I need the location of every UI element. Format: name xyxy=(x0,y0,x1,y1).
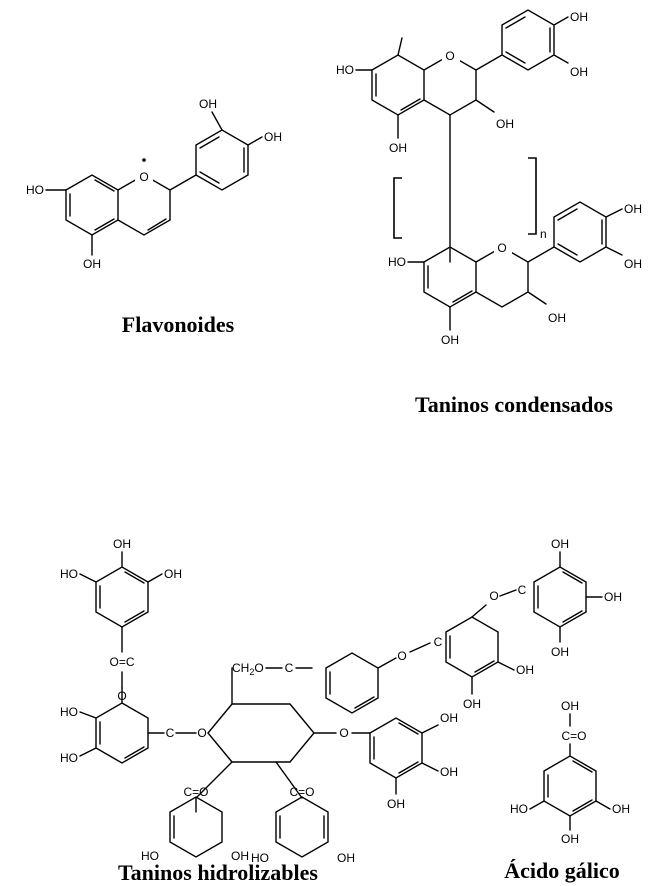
tannin-lower-oh-3: OH xyxy=(548,311,566,325)
tannin-upper-oh-4p: OH xyxy=(570,65,588,79)
ht-ho-mid-left-2: HO xyxy=(60,751,78,765)
tannin-lower-oh-5: OH xyxy=(441,333,459,347)
ht-oh-top-right-1: OH xyxy=(551,537,569,551)
ht-ch2o: CH2O xyxy=(232,661,264,677)
flavonoid-oh-7: HO xyxy=(26,183,44,197)
flavonoid-oh-5: OH xyxy=(83,257,101,271)
flavonoid-structure xyxy=(45,111,263,256)
gallic-acid-structure xyxy=(529,713,611,831)
ht-oh-top-left-1: OH xyxy=(113,537,131,551)
ht-ho-bottom-mid: HO xyxy=(251,851,269,865)
gallic-acid-co: C=O xyxy=(561,729,586,743)
tannin-lower-oh-7: HO xyxy=(388,255,406,269)
gallic-acid-ho: HO xyxy=(510,802,528,816)
tannin-upper-oh-7: HO xyxy=(336,63,354,77)
tannin-upper-oh-3: OH xyxy=(496,117,514,131)
caption-taninos-hidrolizables: Taninos hidrolizables xyxy=(118,860,318,885)
ht-c-ester-right: C xyxy=(518,583,527,597)
caption-taninos-condensados: Taninos condensados xyxy=(415,392,613,417)
flavonoid-oh-3p: OH xyxy=(199,97,217,111)
hydrolyzable-tannin-structure xyxy=(79,551,603,858)
ht-oh-mid-right-2: OH xyxy=(463,697,481,711)
ht-o-ester-right: O xyxy=(489,589,498,603)
ht-oh-right-1: OH xyxy=(440,711,458,725)
ht-c-ester-mid: C xyxy=(434,635,443,649)
tannin-upper-ring-oxygen: O xyxy=(445,49,454,63)
tannin-lower-oh-3p: OH xyxy=(624,202,642,216)
ht-co-bottom-mid: C=O xyxy=(289,785,314,799)
ht-oc-left: O=C xyxy=(109,655,134,669)
ht-oh-bottom-left: OH xyxy=(231,849,249,863)
ht-ho-mid-left-1: HO xyxy=(60,705,78,719)
tannin-lower-ring-oxygen: O xyxy=(497,241,506,255)
ht-oh-bottom-mid: OH xyxy=(337,851,355,865)
ht-oh-right-3: OH xyxy=(387,797,405,811)
ht-c-left: C xyxy=(166,726,175,740)
gallic-acid-oh-bottom: OH xyxy=(561,832,579,846)
flavonoid-oh-4p: OH xyxy=(264,130,282,144)
gallic-acid-oh-right: OH xyxy=(612,802,630,816)
ht-ho-bottom-left: HO xyxy=(141,849,159,863)
caption-acido-galico: Ácido gálico xyxy=(504,858,620,883)
ht-o-ester-top: O xyxy=(397,649,406,663)
ht-co-bottom-left: C=O xyxy=(183,785,208,799)
ht-oh-top-right-2: OH xyxy=(604,590,622,604)
ht-oh-right-2: OH xyxy=(440,765,458,779)
flavonoid-ring-oxygen: O xyxy=(139,170,148,184)
ht-oh-top-left-2: OH xyxy=(164,567,182,581)
gallic-acid-oh-carboxyl: OH xyxy=(561,699,579,713)
ht-oh-mid-right-1: OH xyxy=(516,663,534,677)
tannin-upper-oh-5: OH xyxy=(389,141,407,155)
ht-o-sugar-left: O xyxy=(197,726,206,740)
tannin-upper-oh-3p: OH xyxy=(570,10,588,24)
condensed-tannin-structure xyxy=(355,9,623,331)
ht-c-ester-top: C xyxy=(285,661,294,675)
ht-oh-top-right-3: OH xyxy=(551,645,569,659)
ht-o-sugar-right: O xyxy=(339,726,348,740)
caption-flavonoides: Flavonoides xyxy=(122,312,235,337)
tannin-repeat-n: n xyxy=(540,227,547,241)
tannin-lower-oh-4p: OH xyxy=(624,257,642,271)
ht-ho-top-left: HO xyxy=(60,567,78,581)
ht-o-left: O xyxy=(117,689,126,703)
